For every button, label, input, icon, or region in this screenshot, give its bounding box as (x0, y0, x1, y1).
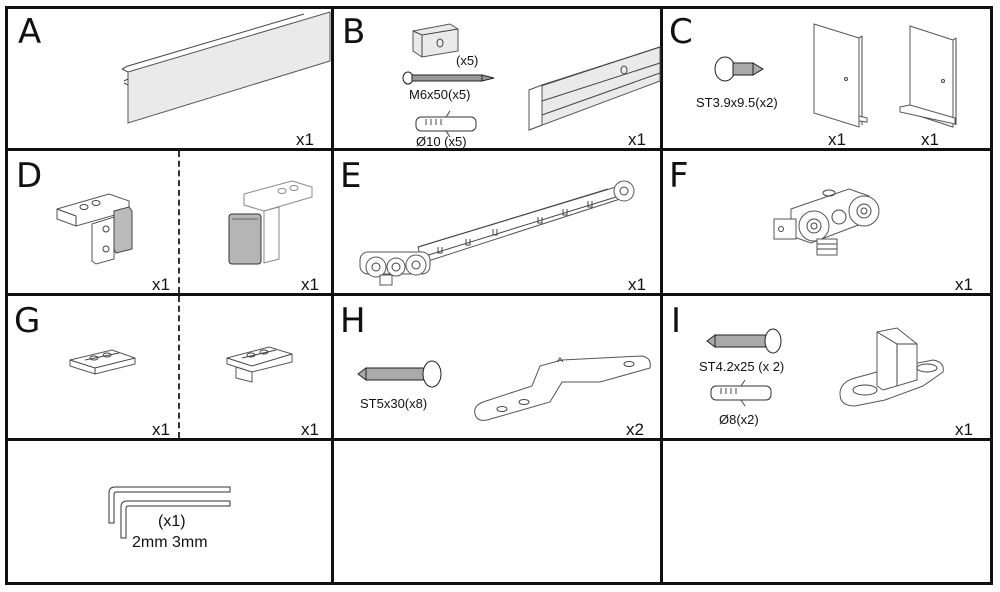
end-cap-right-illustration (899, 25, 957, 128)
part-letter: H (340, 301, 366, 341)
quantity-label-right: x1 (301, 275, 319, 294)
part-d-cell: D x1 x1 (8, 151, 331, 294)
part-i-cell: I ST4.2x25 (x 2) Ø8(x2) x1 (663, 296, 990, 439)
quantity-label: x2 (626, 420, 644, 439)
hex-key-sizes: 2mm 3mm (132, 534, 208, 551)
hex-key-quantity: (x1) (158, 513, 186, 530)
pan-head-screw-icon (706, 328, 782, 354)
quantity-label-left: x1 (828, 130, 846, 149)
screw-spec: ST4.2x25 (x 2) (699, 359, 785, 374)
dashed-divider (178, 151, 180, 293)
quantity-label: x1 (296, 130, 314, 149)
part-e-cell: E x1 (334, 151, 660, 294)
part-letter: G (14, 301, 41, 341)
quantity-label: x1 (955, 275, 973, 294)
quantity-label-left: x1 (152, 275, 170, 294)
part-b-cell: B (x5) M6x50(x5) Ø10 (x5) x1 (334, 9, 661, 149)
part-letter: E (340, 156, 362, 196)
grid-divider (5, 293, 993, 296)
pan-head-screw-icon (714, 56, 764, 82)
screw-spec: ST5x30(x8) (360, 396, 428, 411)
floor-guide-illustration (839, 327, 944, 407)
stopper-right-illustration (228, 180, 313, 265)
wall-anchor-icon (710, 379, 772, 407)
part-hex-keys-cell: (x1) 2mm 3mm (8, 441, 331, 582)
cover-profile-illustration (121, 11, 331, 124)
part-letter: B (342, 12, 366, 52)
hex-key-icon (108, 486, 231, 539)
part-letter: I (671, 301, 682, 341)
wall-anchor-icon (415, 110, 477, 138)
quantity-label: x1 (628, 275, 646, 294)
anchor-spec: Ø8(x2) (719, 412, 759, 427)
empty-cell (663, 441, 990, 582)
part-h-cell: H ST5x30(x8) x2 (334, 296, 660, 439)
pan-head-screw-icon (357, 360, 442, 388)
part-a-cell: A x1 (8, 9, 331, 149)
part-f-cell: F x1 (663, 151, 990, 294)
quantity-label-left: x1 (152, 420, 170, 439)
dashed-divider (178, 296, 180, 438)
roller-trolley-illustration (773, 188, 880, 256)
stopper-left-illustration (56, 193, 133, 265)
quantity-label: x1 (628, 130, 646, 149)
screw-spec: M6x50(x5) (409, 87, 471, 102)
grid-divider (5, 148, 993, 151)
part-letter: F (669, 156, 689, 196)
anchor-spec: Ø10 (x5) (416, 134, 467, 149)
end-cap-left-illustration (813, 23, 868, 128)
screw-spec: ST3.9x9.5(x2) (696, 95, 778, 110)
clip-right-illustration (226, 346, 293, 383)
part-letter: A (18, 12, 42, 52)
part-g-cell: G x1 x1 (8, 296, 331, 439)
quantity-label-right: x1 (921, 130, 939, 149)
track-rail-illustration (528, 46, 661, 131)
wood-screw-icon (402, 71, 495, 85)
door-bracket-illustration (474, 355, 651, 421)
part-c-cell: C ST3.9x9.5(x2) x1 x1 (663, 9, 990, 149)
damper-trolley-illustration (359, 180, 635, 286)
part-letter: D (16, 156, 43, 196)
clip-left-illustration (69, 349, 136, 375)
spacer-quantity: (x5) (456, 53, 479, 68)
quantity-label-right: x1 (301, 420, 319, 439)
spacer-block-icon (412, 23, 459, 58)
grid-divider (5, 438, 993, 441)
quantity-label: x1 (955, 420, 973, 439)
empty-cell (334, 441, 660, 582)
part-letter: C (669, 12, 693, 52)
